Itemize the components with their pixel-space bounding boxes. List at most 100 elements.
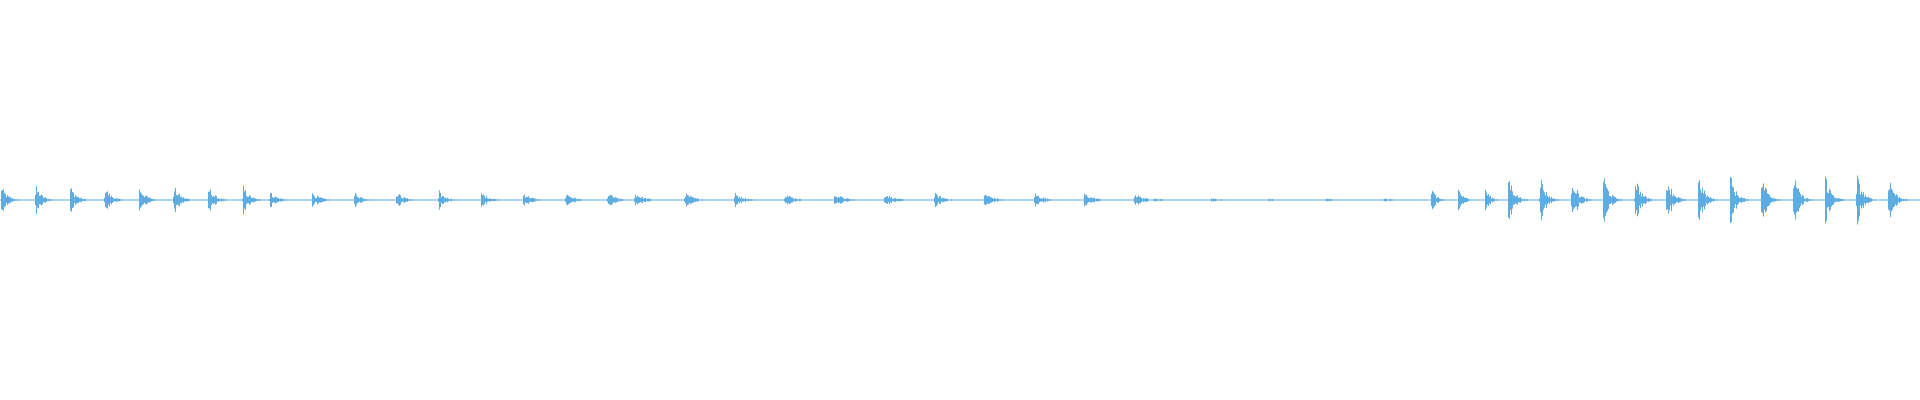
waveform-bar	[1584, 197, 1585, 203]
waveform-bar	[1016, 199, 1017, 201]
waveform-bar	[99, 199, 100, 201]
waveform-bar	[878, 199, 879, 201]
waveform-bar	[882, 199, 883, 201]
waveform-bar	[1463, 195, 1464, 205]
waveform-bar	[885, 197, 886, 203]
waveform-bar	[1158, 199, 1159, 201]
waveform-bar	[256, 198, 257, 202]
waveform-bar	[166, 199, 167, 201]
waveform-bar	[244, 191, 245, 209]
waveform-bar	[446, 198, 447, 202]
waveform-bar	[1605, 184, 1606, 216]
waveform-bar	[1159, 199, 1160, 201]
waveform-bar	[772, 199, 773, 201]
waveform-bar	[214, 196, 215, 204]
waveform-bar	[1659, 199, 1660, 201]
waveform-bar	[126, 199, 127, 201]
waveform-bar	[1513, 195, 1514, 205]
waveform-bar	[303, 199, 304, 201]
waveform-bar	[1103, 199, 1104, 201]
waveform-bar	[25, 199, 26, 201]
waveform-bar	[60, 199, 61, 201]
waveform-bar	[1319, 199, 1320, 201]
waveform-bar	[1671, 188, 1672, 212]
waveform-bar	[506, 199, 507, 201]
waveform-bar	[1647, 198, 1648, 202]
waveform-bar	[647, 198, 648, 202]
waveform-bar	[147, 196, 148, 204]
waveform-bar	[1547, 195, 1548, 205]
waveform-bar	[992, 198, 993, 202]
waveform-bar	[261, 199, 262, 201]
waveform-bar	[1075, 199, 1076, 201]
waveform-bar	[644, 197, 645, 203]
waveform-bar	[1464, 197, 1465, 203]
waveform-bar	[630, 199, 631, 201]
waveform-bar	[1812, 199, 1813, 201]
waveform-bar	[567, 194, 568, 206]
waveform-bar	[1393, 199, 1394, 201]
waveform-bar	[1281, 199, 1282, 201]
waveform-bar	[1359, 199, 1360, 201]
waveform-bar	[1720, 199, 1721, 201]
waveform-bar	[1902, 199, 1903, 201]
waveform-bar	[1391, 199, 1392, 201]
waveform-bar	[312, 193, 313, 207]
waveform-bar	[1133, 199, 1134, 201]
waveform-bar	[832, 199, 833, 201]
waveform-bar	[1672, 196, 1673, 204]
waveform-bar	[29, 199, 30, 201]
waveform-bar	[764, 199, 765, 201]
waveform-bar	[1173, 199, 1174, 201]
waveform-bar	[454, 199, 455, 201]
waveform-bar	[1506, 199, 1507, 201]
waveform-bar	[377, 199, 378, 201]
waveform-bar	[1475, 199, 1476, 201]
waveform-bar	[1496, 199, 1497, 201]
waveform-bar	[997, 198, 998, 202]
waveform-bar	[76, 196, 77, 204]
waveform-bar	[791, 197, 792, 203]
waveform-bar	[1589, 199, 1590, 201]
waveform-bar	[1799, 191, 1800, 209]
waveform-bar	[488, 198, 489, 202]
waveform-bar	[1184, 199, 1185, 201]
waveform-bar	[593, 199, 594, 201]
waveform-bar	[659, 199, 660, 201]
waveform-bar	[1265, 199, 1266, 201]
waveform-bar	[841, 196, 842, 204]
waveform-bar	[1764, 190, 1765, 210]
waveform-bar	[941, 198, 942, 202]
waveform-bar	[687, 195, 688, 205]
waveform-bar	[1638, 186, 1639, 214]
waveform-bar	[1031, 199, 1032, 201]
waveform-bar	[1299, 199, 1300, 201]
waveform-bar	[1562, 199, 1563, 201]
waveform-bar	[1858, 179, 1859, 221]
waveform-bar	[1273, 199, 1274, 201]
waveform-bar	[1889, 189, 1890, 211]
waveform-bar	[664, 199, 665, 201]
waveform-bar	[541, 199, 542, 201]
waveform-bar	[678, 199, 679, 201]
waveform-bar	[1594, 199, 1595, 201]
waveform-bar	[156, 199, 157, 201]
waveform-bar	[1755, 199, 1756, 201]
waveform-bar	[937, 195, 938, 205]
waveform-bar	[1025, 199, 1026, 201]
waveform-bar	[1718, 199, 1719, 201]
waveform-bar	[1257, 199, 1258, 201]
waveform-bar	[993, 198, 994, 202]
waveform-bar	[1004, 199, 1005, 201]
waveform-bar	[540, 199, 541, 201]
waveform-bar	[195, 199, 196, 201]
waveform-bar	[625, 199, 626, 201]
waveform-bar	[1499, 199, 1500, 201]
waveform-bar	[1842, 198, 1843, 202]
waveform-bar	[975, 199, 976, 201]
waveform-bar	[1014, 199, 1015, 201]
waveform-bar	[1199, 199, 1200, 201]
waveform-bar	[547, 199, 548, 201]
waveform-bar	[1346, 199, 1347, 201]
